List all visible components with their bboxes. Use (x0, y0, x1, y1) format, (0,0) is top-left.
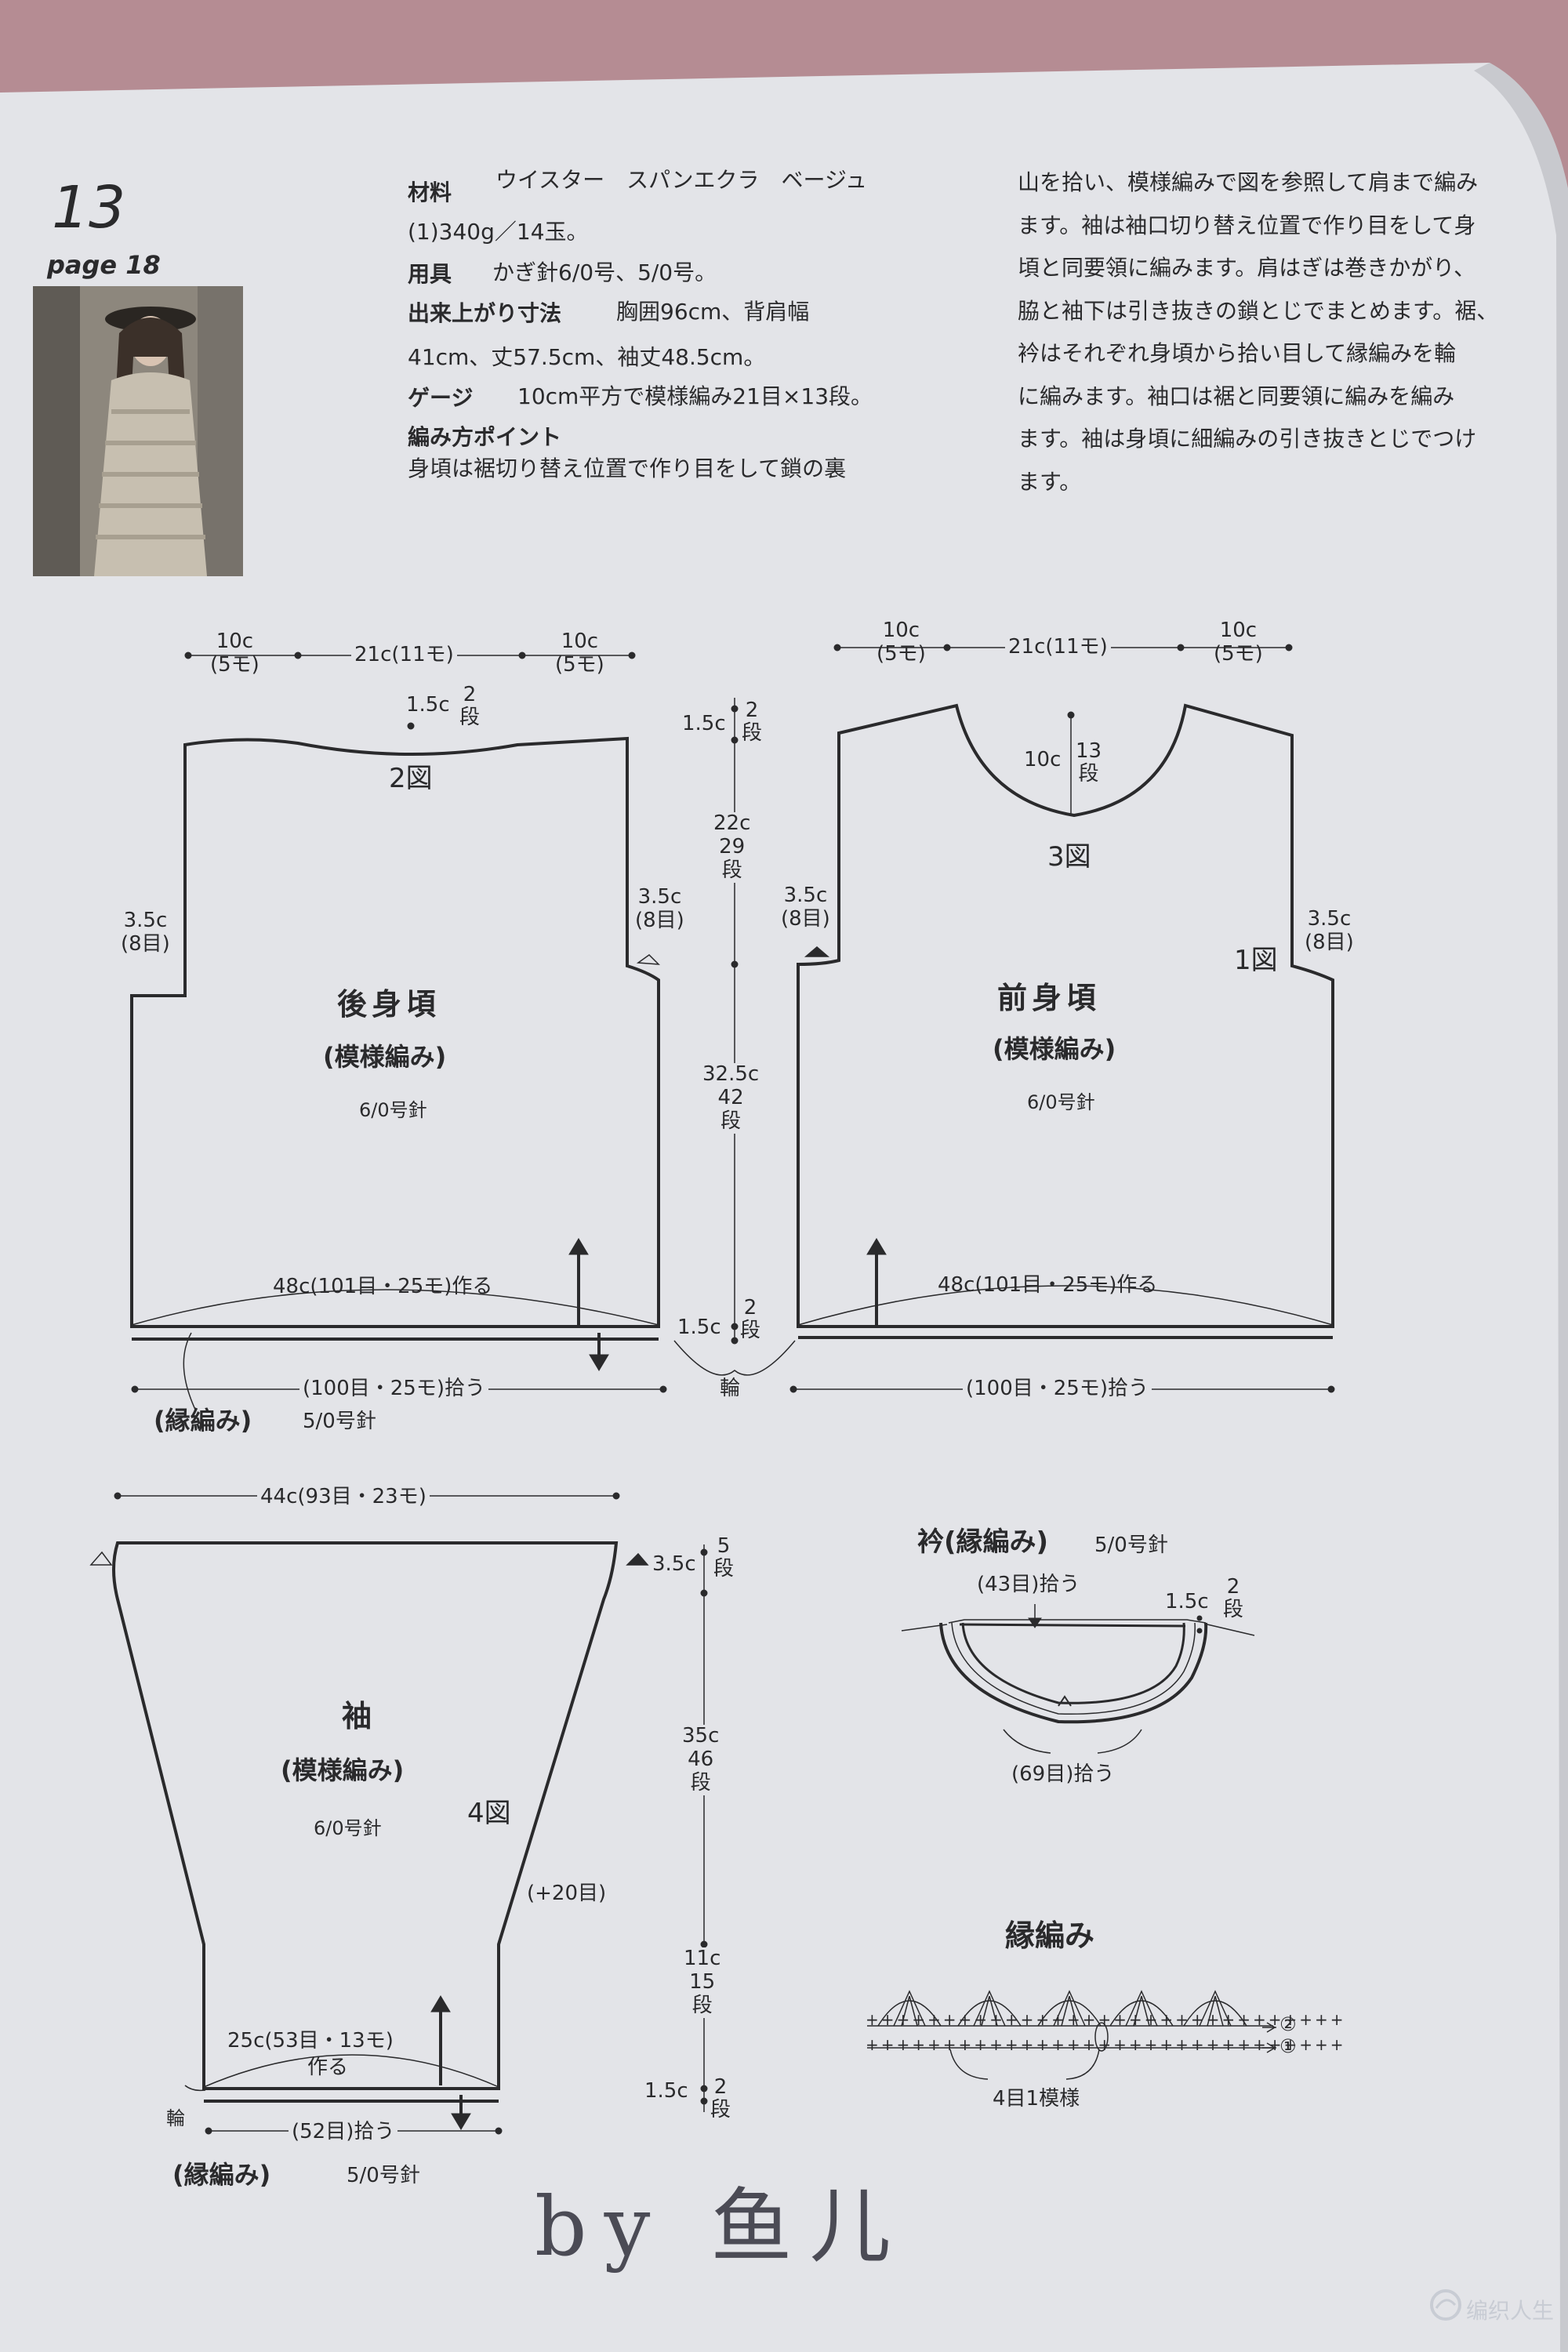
sleeve-edge-dim: 1.5c (644, 2079, 688, 2103)
back-top-left-dim: 10c(5モ) (210, 630, 260, 677)
collar-outer-pickup: (69目)拾う (1011, 1762, 1115, 1786)
materials-text-2: (1)340g／14玉。 (408, 219, 589, 245)
back-armhole-right-dim: 3.5c(8目) (635, 885, 684, 932)
edging-row-2: ② (1279, 2013, 1297, 2035)
sleeve-border-label: (縁編み) (172, 2160, 271, 2190)
model-photo (33, 286, 243, 576)
sleeve-cap-dim: 3.5c (652, 1552, 696, 1576)
sleeve-cast-on: 25c(53目・13モ) (227, 2029, 394, 2053)
front-armhole-left-dim: 3.5c(8目) (781, 884, 830, 931)
sleeve-increase: (+20目) (527, 1882, 607, 1905)
back-fig-label: 2図 (389, 763, 433, 794)
front-cast-on: 48c(101目・25モ)作る (938, 1273, 1158, 1297)
collar-depth-dim: 1.5c (1165, 1590, 1209, 1613)
points-label: 編み方ポイント (408, 424, 562, 450)
collar-shape (939, 1622, 1208, 1724)
back-armhole-left-dim: 3.5c(8目) (121, 909, 170, 956)
materials-label: 材料 (408, 180, 452, 205)
edging-stitch-row-bottom: +++++++++++++++++++++++++++++++ (866, 2035, 1346, 2054)
collar-inner-pickup: (43目)拾う (977, 1573, 1080, 1596)
collar-title: 衿(縁編み) (917, 1526, 1049, 1558)
watermark-logo: 编织人生 (1428, 2288, 1554, 2324)
back-body-outline (130, 736, 660, 1328)
sleeve-top-width: 44c(93目・23モ) (257, 1486, 430, 1507)
size-label: 出来上がり寸法 (408, 300, 562, 326)
tools-text: かぎ針6/0号、5/0号。 (492, 260, 717, 285)
front-neck-dim: 10c (1024, 748, 1062, 771)
back-title: 後身頃 (337, 987, 441, 1022)
front-fig3-label: 3図 (1047, 841, 1091, 873)
size-text: 胸囲96cm、背肩幅 (616, 299, 810, 325)
center-dim-4: 1.5c (677, 1316, 721, 1339)
front-subtitle: (模様編み) (993, 1034, 1116, 1064)
edging-repeat: 4目1模様 (993, 2087, 1080, 2111)
materials-text: ウイスター スパンエクラ ベージュ (495, 167, 868, 193)
sleeve-cast-on-2: 作る (307, 2056, 349, 2079)
sleeve-border-needle: 5/0号針 (347, 2164, 420, 2187)
front-pickup: (100目・25モ)拾う (963, 1378, 1152, 1399)
front-title: 前身頃 (997, 981, 1102, 1015)
sleeve-ring-label: 輪 (166, 2107, 185, 2129)
back-neck-dim: 1.5c (406, 693, 450, 717)
gauge-label: ゲージ (408, 385, 474, 411)
back-border-label: (縁編み) (154, 1406, 252, 1436)
back-pickup: (100目・25モ)拾う (299, 1378, 488, 1399)
edging-chart (867, 1990, 1276, 2080)
back-subtitle: (模様編み) (323, 1042, 447, 1072)
instructions-text: 山を拾い、模様編みで図を参照して肩まで編み ます。袖は袖口切り替え位置で作り目を… (1018, 169, 1499, 495)
points-text: 身頃は裾切り替え位置で作り目をして鎖の裏 (408, 456, 847, 481)
sleeve-needle: 6/0号針 (314, 1817, 382, 1839)
back-top-mid-dim: 21c(11モ) (351, 644, 457, 665)
edging-title: 縁編み (1005, 1918, 1095, 1953)
edging-stitch-row-top: +++++++++++++++++++++++++++++++ (866, 2010, 1346, 2029)
collar-needle: 5/0号針 (1094, 1534, 1168, 1557)
front-top-mid-dim: 21c(11モ) (1005, 637, 1111, 657)
tools-label: 用具 (408, 261, 452, 287)
front-fig1-label: 1図 (1234, 945, 1278, 976)
edging-row-1: ① (1279, 2035, 1297, 2057)
front-body-outline (797, 703, 1334, 1328)
front-armhole-right-dim: 3.5c(8目) (1305, 907, 1354, 954)
back-top-right-dim: 10c(5モ) (555, 630, 604, 677)
signature: by 鱼儿 (535, 2179, 909, 2274)
center-dim-1: 1.5c (682, 712, 726, 735)
watermark-icon (1430, 2289, 1461, 2321)
sleeve-outline (112, 1541, 619, 2090)
sleeve-pickup: (52目)拾う (289, 2122, 398, 2142)
sleeve-subtitle: (模様編み) (281, 1755, 405, 1785)
pattern-number: 13 (52, 174, 126, 241)
page-reference: page 18 (47, 250, 161, 280)
sleeve-title: 袖 (342, 1699, 372, 1733)
center-ring-label: 輪 (720, 1377, 741, 1400)
sleeve-fig-label: 4図 (467, 1798, 511, 1829)
front-top-left-dim: 10c(5モ) (877, 619, 926, 666)
front-top-right-dim: 10c(5モ) (1214, 619, 1263, 666)
back-cast-on: 48c(101目・25モ)作る (273, 1275, 493, 1298)
back-border-needle: 5/0号針 (303, 1410, 376, 1433)
size-text-2: 41cm、丈57.5cm、袖丈48.5cm。 (408, 344, 766, 370)
back-needle: 6/0号針 (359, 1099, 427, 1121)
front-needle: 6/0号針 (1027, 1091, 1095, 1113)
gauge-text: 10cm平方で模様編み21目×13段。 (517, 383, 873, 409)
